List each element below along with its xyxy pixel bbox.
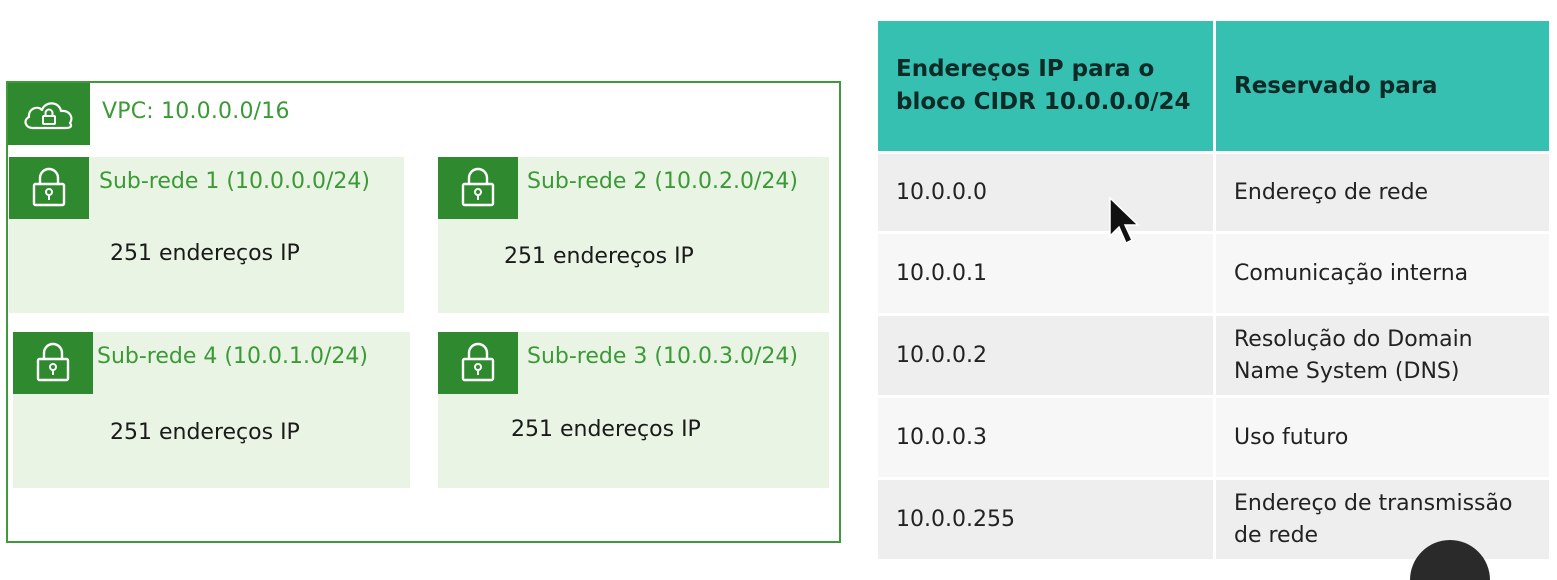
subnet-3: Sub-rede 3 (10.0.3.0/24) 251 endereços I… [438,332,829,488]
reserved-addresses-table: Endereços IP para o bloco CIDR 10.0.0.0/… [878,21,1549,559]
subnet-1: Sub-rede 1 (10.0.0.0/24) 251 endereços I… [9,157,404,313]
table-row: 10.0.0.255 Endereço de transmissão de re… [878,477,1549,559]
subnet-ip-count: 251 endereços IP [504,244,694,269]
cloud-lock-icon [8,83,90,145]
table-cell-ip: 10.0.0.2 [878,313,1213,395]
lock-icon [9,157,89,219]
table-header-ip: Endereços IP para o bloco CIDR 10.0.0.0/… [878,21,1213,151]
subnet-title: Sub-rede 3 (10.0.3.0/24) [527,344,798,369]
lock-icon [438,157,518,219]
table-cell-reserved: Comunicação interna [1213,231,1549,313]
table-cell-ip: 10.0.0.1 [878,231,1213,313]
table-cell-reserved: Uso futuro [1213,395,1549,477]
table-cell-reserved: Endereço de rede [1213,151,1549,231]
vpc-label: VPC: 10.0.0.0/16 [102,99,290,124]
table-header-row: Endereços IP para o bloco CIDR 10.0.0.0/… [878,21,1549,151]
table-row: 10.0.0.3 Uso futuro [878,395,1549,477]
subnet-ip-count: 251 endereços IP [110,241,300,266]
subnet-ip-count: 251 endereços IP [511,417,701,442]
mouse-cursor-icon [1109,196,1140,245]
table-header-reserved: Reservado para [1213,21,1549,151]
table-cell-reserved: Endereço de transmissão de rede [1213,477,1549,559]
subnet-title: Sub-rede 2 (10.0.2.0/24) [527,169,798,194]
table-row: 10.0.0.0 Endereço de rede [878,151,1549,231]
table-cell-reserved: Resolução do Domain Name System (DNS) [1213,313,1549,395]
table-cell-ip: 10.0.0.255 [878,477,1213,559]
subnet-4: Sub-rede 4 (10.0.1.0/24) 251 endereços I… [13,332,410,488]
subnet-2: Sub-rede 2 (10.0.2.0/24) 251 endereços I… [438,157,829,313]
table-cell-ip: 10.0.0.3 [878,395,1213,477]
lock-icon [13,332,93,394]
subnet-title: Sub-rede 4 (10.0.1.0/24) [97,344,368,369]
table-cell-ip: 10.0.0.0 [878,151,1213,231]
subnet-title: Sub-rede 1 (10.0.0.0/24) [99,169,370,194]
lock-icon [438,332,518,394]
table-row: 10.0.0.1 Comunicação interna [878,231,1549,313]
table-row: 10.0.0.2 Resolução do Domain Name System… [878,313,1549,395]
subnet-ip-count: 251 endereços IP [110,420,300,445]
